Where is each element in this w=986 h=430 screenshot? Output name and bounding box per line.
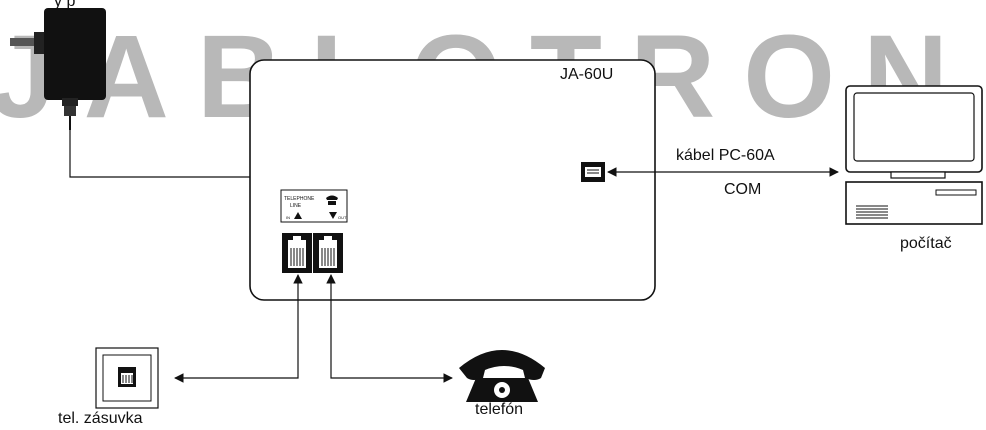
power-adapter-icon [10,8,106,130]
cable-label: kábel PC-60A [676,147,775,164]
line-panel: TELEPHONE LINE IN OUT [280,189,348,223]
serial-port-icon [581,162,605,182]
rj11-port-icon [282,233,312,273]
computer-case-icon [845,181,983,225]
svg-text:IN: IN [286,215,290,220]
svg-text:OUT: OUT [338,215,347,220]
svg-text:TELEPHONE: TELEPHONE [284,196,315,202]
line-out-cable [326,274,453,383]
adapter-label: y p [54,0,76,10]
computer-label: počítač [900,235,952,252]
socket-label: tel. zásuvka [58,410,143,427]
telephone-icon [459,350,545,402]
phone-label: telefón [475,401,524,418]
rj11-port-icon [313,233,343,273]
line-in-cable [174,274,303,383]
svg-text:LINE: LINE [290,203,302,209]
computer-monitor-icon [845,85,983,179]
panel-telephone-icon [326,195,338,205]
wall-socket-icon [95,347,159,409]
power-cable [69,130,250,178]
port-label: COM [724,181,762,198]
device-model-label: JA-60U [560,66,614,83]
